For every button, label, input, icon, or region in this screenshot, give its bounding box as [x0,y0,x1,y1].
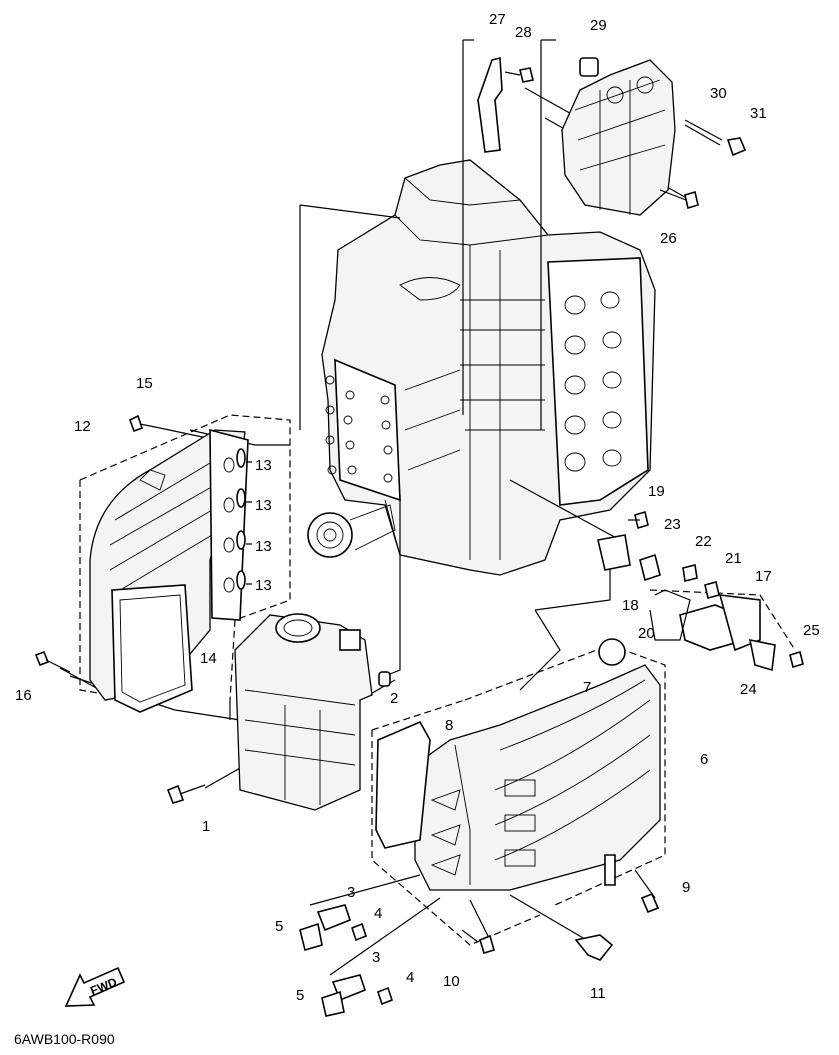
lower-manifold [414,664,661,891]
fwd-arrow: FWD [64,966,126,1007]
bolt-15 [129,414,161,433]
callout-4b: 4 [406,969,414,986]
bolt-10 [461,929,495,954]
callout-27: 27 [489,11,506,28]
callout-13d: 13 [255,577,272,594]
o-ring-7 [598,638,626,666]
callout-10: 10 [443,973,460,990]
right-bracket-group [597,510,804,672]
callout-1: 1 [202,818,210,835]
callout-8: 8 [445,717,453,734]
callout-24: 24 [740,681,757,698]
callout-29: 29 [590,17,607,34]
callout-18: 18 [622,597,639,614]
bolt-16 [34,650,71,673]
fuel-rail-assembly [561,59,676,216]
callout-6: 6 [700,751,708,768]
callout-28: 28 [515,24,532,41]
bolt-1 [166,784,206,804]
o-ring-set [236,448,252,590]
callout-5: 5 [275,918,283,935]
collar-2 [378,671,391,687]
callout-20: 20 [638,625,655,642]
callout-13b: 13 [255,497,272,514]
callout-25: 25 [803,622,820,639]
intake-manifold [89,428,249,713]
callout-17: 17 [755,568,772,585]
callout-30: 30 [710,85,727,102]
callout-11: 11 [590,985,606,1002]
callout-2: 2 [390,690,398,707]
hose-joint-upper [299,904,367,952]
callout-12: 12 [74,418,91,435]
bracket-27 [477,56,503,153]
callout-5b: 5 [296,987,304,1004]
callout-23: 23 [664,516,681,533]
bolt-28 [504,67,534,83]
callout-19: 19 [648,483,665,500]
cylinder-block [307,159,656,576]
callout-3: 3 [347,884,355,901]
callout-13c: 13 [255,538,272,555]
callout-3b: 3 [372,949,380,966]
svg-text:FWD: FWD [88,975,119,998]
throttle-body [234,613,373,811]
callout-labels: 1 2 3 3 4 4 5 5 6 7 8 9 10 11 12 13 13 1… [15,11,820,1004]
hose-joint-lower [321,974,393,1017]
bolt-26 [659,189,699,210]
callout-15: 15 [136,375,153,392]
callout-21: 21 [725,550,742,567]
callout-26: 26 [660,230,677,247]
callout-16: 16 [15,687,32,704]
collar-29 [579,57,599,77]
callout-14: 14 [200,650,217,667]
clamp-11 [574,934,614,961]
callout-13a: 13 [255,457,272,474]
stud-30 [684,119,723,146]
callout-22: 22 [695,533,712,550]
callout-9: 9 [682,879,690,896]
callout-31: 31 [750,105,767,122]
bolt-9 [634,869,660,914]
nut-31 [726,137,747,157]
leader-lines [59,39,796,976]
callout-4: 4 [374,905,382,922]
drawing-code: 6AWB100-R090 [14,1031,115,1047]
callout-7: 7 [583,679,591,696]
gasket-8 [375,720,431,849]
